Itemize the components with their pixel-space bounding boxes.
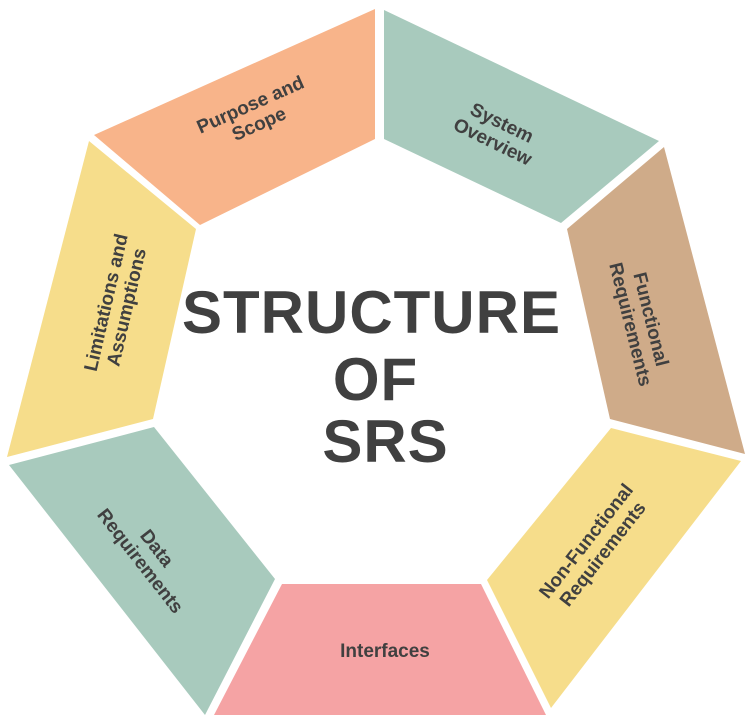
segment-purpose-and-scope <box>94 9 375 225</box>
segment-non-functional-requirements <box>487 428 741 708</box>
label-interfaces: Interfaces <box>310 641 460 662</box>
title-line-3: SRS <box>322 408 449 475</box>
segment-system-overview <box>384 10 659 223</box>
segment-data-requirements <box>9 427 275 715</box>
segment-interfaces <box>214 584 546 715</box>
label-line: Interfaces <box>340 641 430 662</box>
segment-limitations-and-assumptions <box>7 141 196 457</box>
title-line-2: OF <box>332 346 419 413</box>
title-line-1: STRUCTURE <box>182 279 561 346</box>
segment-functional-requirements <box>567 147 745 454</box>
